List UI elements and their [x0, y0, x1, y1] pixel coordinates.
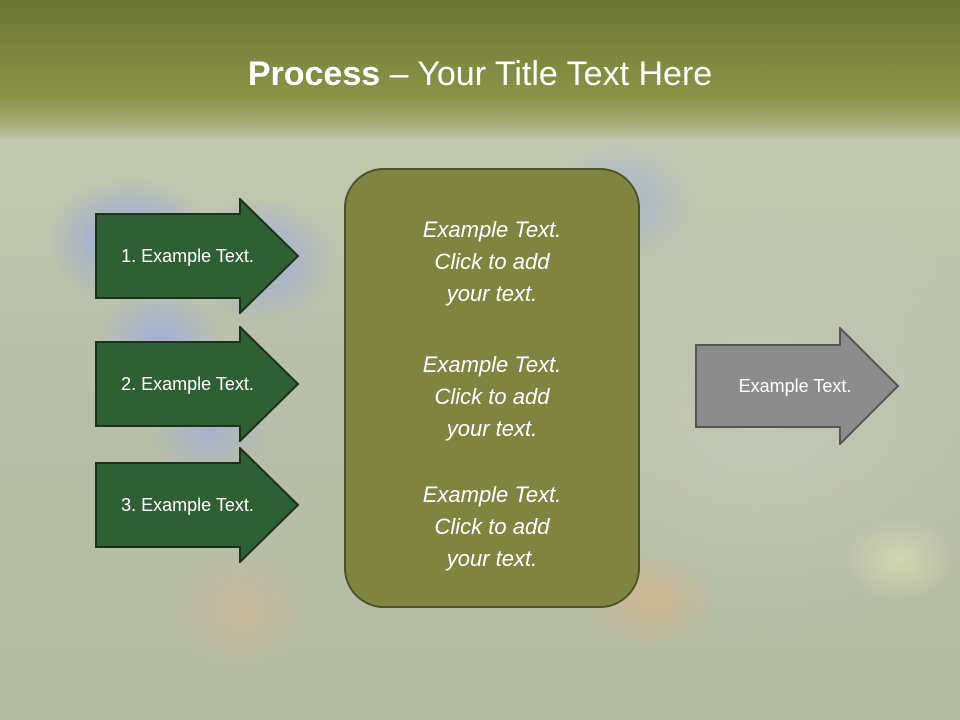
- output-arrow[interactable]: Example Text.: [695, 327, 900, 445]
- arrow-shape-icon: [95, 326, 300, 442]
- step-arrow-1[interactable]: 1. Example Text.: [95, 198, 300, 314]
- step-label-1: 1. Example Text.: [121, 245, 254, 266]
- center-text-block-1[interactable]: Example Text. Click to add your text.: [346, 214, 638, 310]
- step-arrow-2[interactable]: 2. Example Text.: [95, 326, 300, 442]
- title-bold: Process: [247, 55, 381, 93]
- block-line: Example Text.: [422, 217, 562, 242]
- step-label-2: 2. Example Text.: [121, 373, 254, 394]
- title-rest: – Your Title Text Here: [380, 55, 713, 93]
- block-line: your text.: [446, 281, 538, 306]
- title-band: [0, 0, 960, 140]
- block-line: your text.: [446, 416, 538, 441]
- block-line: your text.: [446, 546, 538, 571]
- arrow-shape-icon: [95, 198, 300, 314]
- step-arrow-3[interactable]: 3. Example Text.: [95, 447, 300, 563]
- arrow-shape-icon: [695, 327, 900, 445]
- block-line: Example Text.: [422, 482, 562, 507]
- center-process-box[interactable]: Example Text. Click to add your text. Ex…: [344, 168, 640, 608]
- slide-title[interactable]: Process – Your Title Text Here: [0, 52, 960, 96]
- block-line: Click to add: [434, 514, 550, 539]
- center-text-block-2[interactable]: Example Text. Click to add your text.: [346, 349, 638, 445]
- output-label: Example Text.: [738, 375, 852, 396]
- arrow-shape-icon: [95, 447, 300, 563]
- block-line: Click to add: [434, 384, 550, 409]
- block-line: Example Text.: [422, 352, 562, 377]
- step-label-3: 3. Example Text.: [121, 494, 254, 515]
- block-line: Click to add: [434, 249, 550, 274]
- center-text-block-3[interactable]: Example Text. Click to add your text.: [346, 479, 638, 575]
